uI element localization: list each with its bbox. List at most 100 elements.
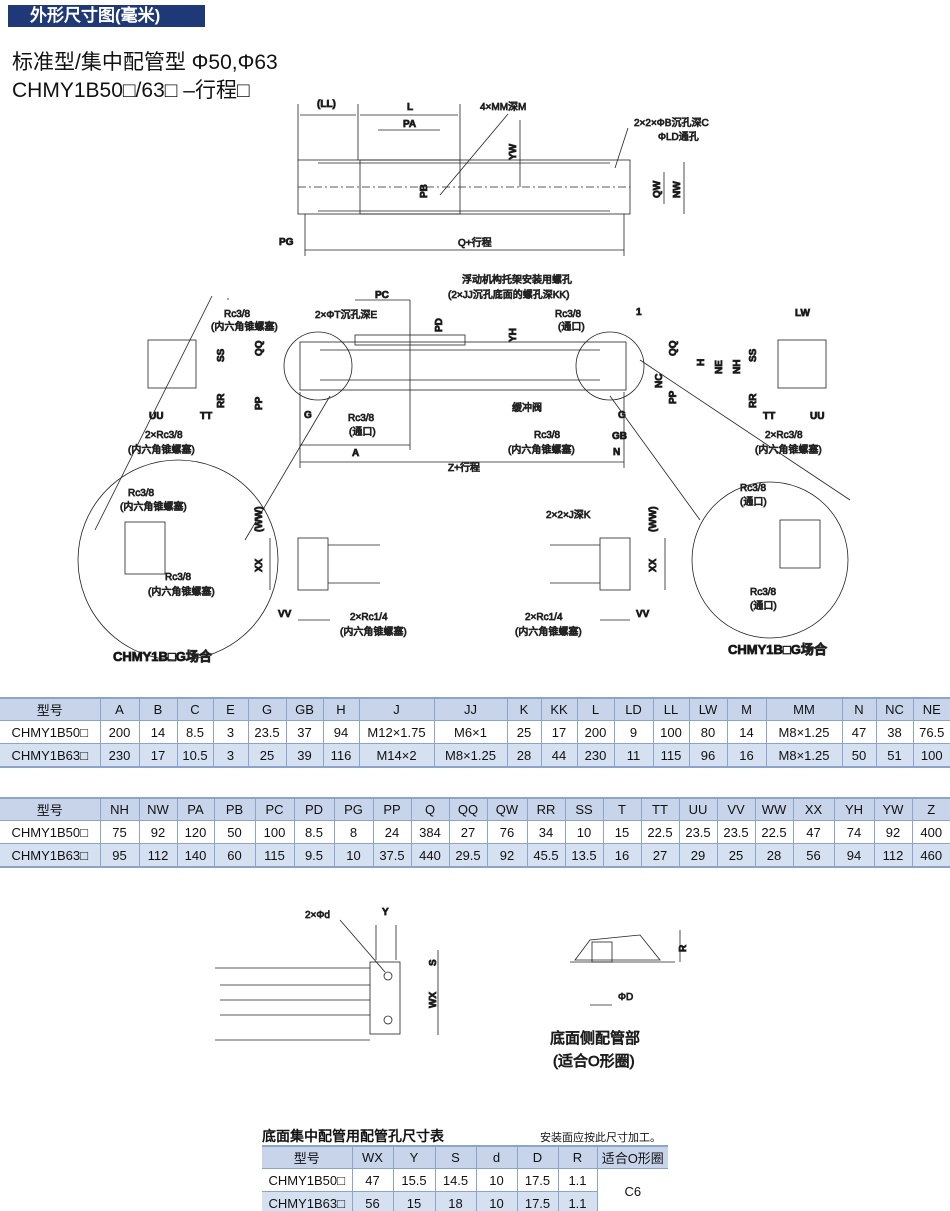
value-cell: 25 bbox=[247, 743, 286, 768]
value-cell: 230 bbox=[576, 743, 614, 768]
column-header: PG bbox=[333, 797, 373, 821]
value-cell: 10 bbox=[333, 843, 373, 868]
value-cell: M14×2 bbox=[358, 743, 434, 768]
value-cell: 1.1 bbox=[557, 1168, 597, 1192]
label-plug-rc14-left: (内六角锥螺塞) bbox=[340, 625, 407, 638]
value-cell: 80 bbox=[688, 720, 727, 744]
model-cell: CHMY1B50□ bbox=[0, 720, 100, 744]
value-cell: 440 bbox=[410, 843, 449, 868]
label-port-top-right: (通口) bbox=[558, 321, 585, 333]
subtitle: 标准型/集中配管型 Φ50,Φ63 bbox=[12, 51, 278, 74]
value-cell: 28 bbox=[506, 743, 541, 768]
column-header: D bbox=[516, 1145, 558, 1169]
column-header: LW bbox=[688, 697, 727, 721]
label-tt-left: TT bbox=[200, 411, 212, 422]
piping-table-note: 安装面应按此尺寸加工。 bbox=[540, 1132, 661, 1144]
label-gb: GB bbox=[612, 431, 627, 442]
value-cell: 9 bbox=[613, 720, 653, 744]
label-r: R bbox=[678, 944, 689, 952]
label-lw: LW bbox=[795, 308, 811, 319]
label-xx-left: XX bbox=[254, 558, 265, 572]
label-port-detail-right-1: (通口) bbox=[740, 496, 767, 508]
value-cell: 47 bbox=[841, 720, 876, 744]
value-cell: M8×1.25 bbox=[433, 743, 507, 768]
column-header: NC bbox=[875, 697, 913, 721]
label-t-hole: 2×ΦT沉孔深E bbox=[315, 308, 377, 321]
column-header: 型号 bbox=[0, 697, 100, 721]
label-ss-left: SS bbox=[216, 348, 227, 362]
value-cell: 28 bbox=[754, 843, 793, 868]
label-s: S bbox=[428, 959, 439, 966]
value-cell: 16 bbox=[602, 843, 641, 868]
column-header: B bbox=[138, 697, 177, 721]
column-header: QQ bbox=[448, 797, 487, 821]
column-header: SS bbox=[564, 797, 603, 821]
label-z: Z+行程 bbox=[448, 461, 480, 474]
label-rc38x2-left: 2×Rc3/8 bbox=[145, 430, 183, 441]
value-cell: 92 bbox=[138, 820, 177, 844]
value-cell: 37 bbox=[285, 720, 323, 744]
column-header: NE bbox=[912, 697, 950, 721]
label-rc38-top-left: Rc3/8 bbox=[224, 309, 251, 320]
label-vv-left: VV bbox=[278, 609, 292, 620]
dimension-drawings: (LL) L 4×MM深M PA 2×2×ΦB沉孔深C ΦLD通孔 YW PB … bbox=[77, 99, 851, 1070]
label-pa: PA bbox=[403, 119, 416, 130]
label-b-hole: 2×2×ΦB沉孔深C bbox=[634, 116, 709, 129]
value-cell: M8×1.25 bbox=[765, 720, 842, 744]
column-header: WX bbox=[351, 1145, 393, 1169]
label-rc38-detail-left-2: Rc3/8 bbox=[165, 572, 192, 583]
oring-cell: C6 bbox=[596, 1168, 668, 1211]
value-cell: 112 bbox=[873, 843, 912, 868]
value-cell: 17.5 bbox=[516, 1168, 558, 1192]
detail-circle-left bbox=[77, 459, 279, 661]
label-rr-right: RR bbox=[748, 393, 759, 408]
label-nh: NH bbox=[732, 360, 743, 374]
label-yw: YW bbox=[508, 143, 519, 160]
value-cell: 27 bbox=[448, 820, 487, 844]
value-cell: 29.5 bbox=[448, 843, 487, 868]
column-header: PA bbox=[176, 797, 214, 821]
value-cell: 8.5 bbox=[176, 720, 213, 744]
label-one: 1 bbox=[636, 307, 642, 318]
label-g-right: G bbox=[618, 410, 626, 421]
label-y: Y bbox=[382, 907, 389, 918]
label-phi-d: ΦD bbox=[618, 992, 633, 1003]
value-cell: 37.5 bbox=[372, 843, 411, 868]
value-cell: 60 bbox=[213, 843, 255, 868]
label-ww-right: (WW) bbox=[648, 506, 659, 532]
value-cell: 200 bbox=[99, 720, 139, 744]
g-detail-left bbox=[124, 521, 380, 621]
value-cell: 115 bbox=[652, 743, 689, 768]
value-cell: 10 bbox=[475, 1191, 517, 1211]
label-ld-hole: ΦLD通孔 bbox=[658, 131, 699, 143]
value-cell: 18 bbox=[434, 1191, 476, 1211]
column-header: H bbox=[322, 697, 359, 721]
label-plug-rc14-right: (内六角锥螺塞) bbox=[515, 625, 582, 638]
column-header: PD bbox=[293, 797, 334, 821]
column-header: G bbox=[247, 697, 286, 721]
value-cell: 51 bbox=[875, 743, 913, 768]
label-g-left: G bbox=[304, 410, 312, 421]
value-cell: 24 bbox=[372, 820, 411, 844]
column-header: KK bbox=[540, 697, 577, 721]
value-cell: 17 bbox=[138, 743, 177, 768]
value-cell: 200 bbox=[576, 720, 614, 744]
value-cell: M12×1.75 bbox=[358, 720, 434, 744]
value-cell: M8×1.25 bbox=[765, 743, 842, 768]
label-h: H bbox=[696, 359, 707, 366]
label-float1: 浮动机构托架安装用螺孔 bbox=[462, 273, 572, 286]
column-header: RR bbox=[526, 797, 565, 821]
model-cell: CHMY1B50□ bbox=[262, 1168, 352, 1192]
value-cell: 120 bbox=[176, 820, 214, 844]
value-cell: 39 bbox=[285, 743, 323, 768]
column-header: PC bbox=[254, 797, 294, 821]
section-title: 外形尺寸图(毫米) bbox=[8, 5, 205, 27]
value-cell: 13.5 bbox=[564, 843, 603, 868]
column-header: K bbox=[506, 697, 541, 721]
value-cell: 94 bbox=[833, 843, 874, 868]
label-plug-top-left: (内六角锥螺塞) bbox=[211, 320, 278, 333]
label-rc14x2-right: 2×Rc1/4 bbox=[525, 612, 563, 623]
